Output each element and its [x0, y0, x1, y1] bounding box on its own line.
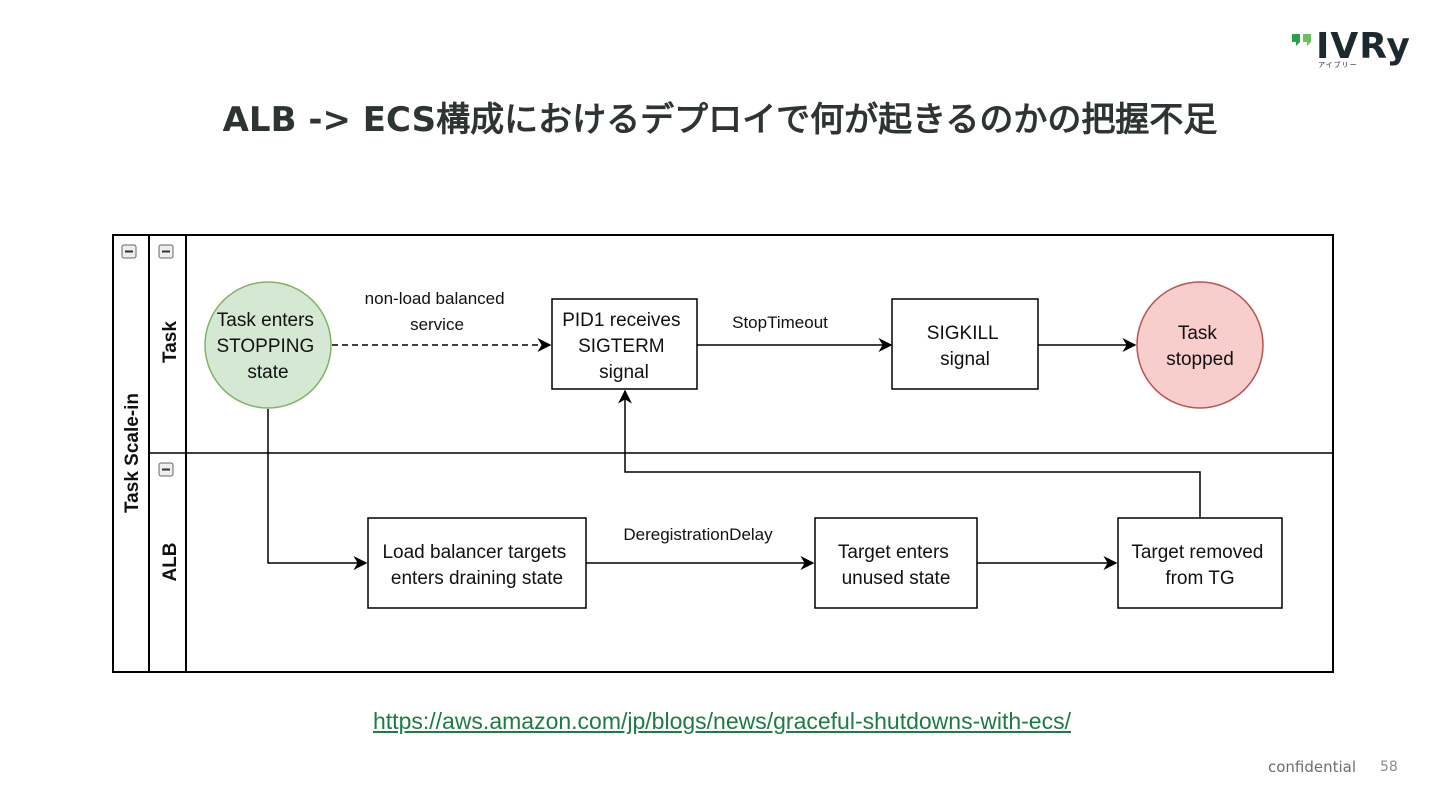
- lane-label-alb: ALB: [160, 542, 181, 581]
- edge-removed-pid1: [618, 389, 1201, 517]
- logo-mark-icon: [1292, 34, 1311, 46]
- ivry-logo: IVRy アイブリー: [1292, 26, 1412, 72]
- collapse-icon[interactable]: [158, 462, 174, 477]
- collapse-icon[interactable]: [158, 244, 174, 259]
- node-task-stopped: Task stopped: [1136, 281, 1264, 409]
- pool-label: Task Scale-in: [122, 393, 143, 513]
- svg-text:PID1 receives SIGTERM: PID1 receives SIGTERM signal: [562, 310, 686, 383]
- collapse-icon[interactable]: [121, 244, 137, 259]
- edge-stopping-draining: [267, 409, 368, 570]
- lane-label-task: Task: [160, 321, 181, 363]
- logo-text: IVRy: [1316, 26, 1411, 67]
- svg-text:Target enters unused sta: Target enters unused state: [838, 542, 954, 589]
- logo-subtext: アイブリー: [1318, 61, 1358, 69]
- svg-text:Target removed from TG: Target removed from TG: [1131, 542, 1268, 589]
- confidential-label: confidential: [1268, 758, 1357, 776]
- svg-text:Task stopped: Task stopped: [1166, 323, 1234, 370]
- svg-text:Task enters STOPPING: Task enters STOPPING state: [216, 310, 319, 383]
- node-task-stopping: Task enters STOPPING state: [204, 281, 332, 409]
- source-link[interactable]: https://aws.amazon.com/jp/blogs/news/gra…: [373, 708, 1071, 734]
- edge-label-dereg-delay: DeregistrationDelay: [623, 525, 773, 544]
- node-pid1-sigterm: PID1 receives SIGTERM signal: [551, 298, 698, 390]
- page-number: 58: [1380, 759, 1398, 775]
- node-target-removed: Target removed from TG: [1117, 517, 1283, 609]
- svg-text:Load balancer targets en: Load balancer targets enters draining st…: [382, 542, 571, 589]
- node-sigkill: SIGKILL signal: [891, 298, 1039, 390]
- node-target-unused: Target enters unused state: [814, 517, 978, 609]
- node-lb-draining: Load balancer targets enters draining st…: [367, 517, 587, 609]
- svg-text:SIGKILL signal: SIGKILL signal: [927, 323, 1003, 370]
- edge-label-stop-timeout: StopTimeout: [732, 313, 828, 332]
- slide-title: ALB -> ECS構成におけるデプロイで何が起きるのかの把握不足: [222, 100, 1218, 140]
- edge-label-non-lb: non-load balanced service: [365, 289, 510, 334]
